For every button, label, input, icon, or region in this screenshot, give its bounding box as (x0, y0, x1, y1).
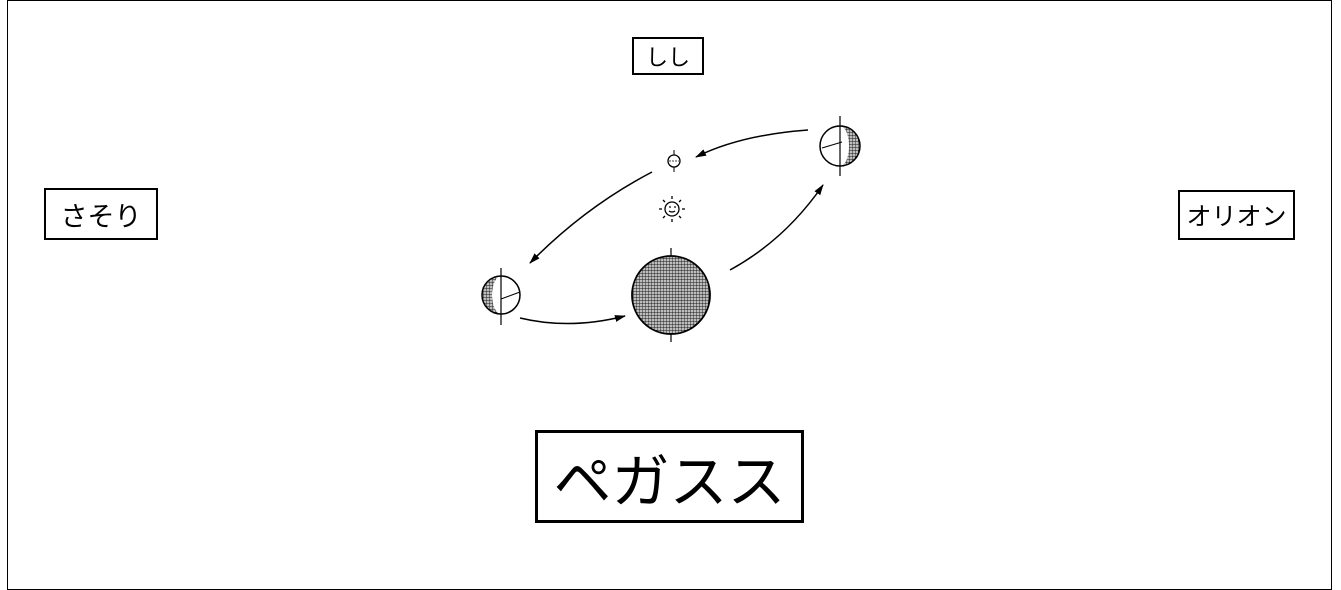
planet-small-top (667, 150, 681, 172)
orbit-arrow-left (529, 171, 653, 264)
constellation-label-orion: オリオン (1178, 190, 1295, 240)
constellation-label-leo: しし (632, 37, 704, 75)
constellation-label-pegasus: ペガスス (535, 430, 804, 523)
sun-icon (659, 196, 685, 222)
constellation-label-scorpius: さそり (44, 188, 158, 240)
orbit-diagram (481, 116, 861, 342)
planet-large-bottom (631, 248, 711, 342)
planet-top-right (819, 116, 861, 176)
planet-left (481, 268, 521, 325)
orbit-arrow-bottom (519, 315, 626, 325)
orbit-arrow-top (695, 129, 809, 158)
orbit-arrow-right (729, 184, 824, 271)
